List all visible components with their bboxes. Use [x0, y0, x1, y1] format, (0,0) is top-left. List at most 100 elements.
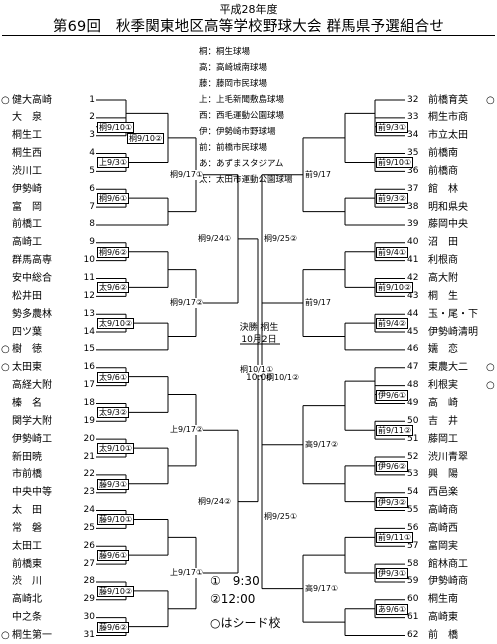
team-name: 桐 生 — [428, 290, 458, 302]
team-name: 高崎工 — [12, 237, 42, 249]
team-name: 前橋工 — [12, 219, 42, 231]
team-name: 沼 田 — [428, 237, 458, 249]
team-number: 1 — [89, 94, 95, 105]
team-number: 23 — [83, 487, 95, 498]
match-venue-label: 桐10/1② — [266, 372, 300, 383]
team-name: 藤岡中央 — [428, 219, 468, 231]
team-number: 51 — [407, 433, 419, 444]
team-name: 市前橋 — [12, 469, 42, 481]
team-number: 24 — [83, 505, 95, 516]
match-venue-label: 伊9/6① — [376, 389, 409, 401]
seed-note: ○はシード校 — [210, 616, 281, 630]
match-venue-label: 前9/11② — [376, 425, 414, 437]
team-number: 53 — [407, 469, 419, 480]
match-venue-label: 桐9/25② — [264, 233, 298, 244]
team-number: 20 — [83, 433, 95, 444]
match-venue-label: 前9/3① — [376, 121, 409, 133]
team-name: 樹 徳 — [12, 344, 42, 356]
team-name: 新田暁 — [12, 451, 42, 463]
match-venue-label: 前9/4① — [376, 246, 409, 258]
match-venue-label: 伊9/3① — [376, 568, 409, 580]
team-name: 群馬高専 — [12, 255, 52, 267]
team-name: 富岡実 — [428, 540, 458, 552]
team-number: 49 — [407, 397, 419, 408]
team-number: 54 — [407, 487, 419, 498]
team-number: 58 — [407, 558, 419, 569]
match-venue-label: 伊9/6② — [376, 460, 409, 472]
team-name: 中之条 — [12, 612, 42, 624]
era-label: 平成28年度 — [219, 3, 278, 16]
team-number: 3 — [89, 130, 95, 141]
team-number: 10 — [83, 255, 95, 266]
team-number: 38 — [407, 201, 419, 212]
team-number: 31 — [83, 630, 95, 640]
team-name: 玉・尾・下 — [428, 308, 478, 320]
team-name: 伊勢崎商 — [428, 576, 468, 588]
team-number: 60 — [407, 594, 419, 605]
match-venue-label: 桐9/24① — [198, 233, 232, 244]
team-name: 館林商工 — [428, 558, 468, 570]
team-number: 7 — [89, 201, 95, 212]
venue-legend-item: あ：あずまスタジアム — [199, 159, 284, 169]
team-number: 35 — [407, 148, 419, 159]
match-venue-label: 前9/17 — [305, 169, 331, 180]
team-number: 18 — [83, 397, 95, 408]
match-venue-label: 高9/17② — [305, 439, 339, 450]
team-name: 桐生市商 — [428, 112, 468, 124]
match-venue-label: 太9/6① — [97, 371, 130, 383]
team-number: 14 — [83, 326, 95, 337]
team-name: 桐生第一 — [12, 630, 52, 641]
team-name: 常 磐 — [12, 522, 42, 534]
team-number: 19 — [83, 415, 95, 426]
team-number: 59 — [407, 576, 419, 587]
team-name: 利根商 — [428, 255, 458, 267]
team-number: 33 — [407, 112, 419, 123]
team-name: 高大附 — [428, 273, 458, 284]
final-label: 決勝 桐生 — [239, 323, 279, 333]
match-venue-label: 桐9/17② — [170, 298, 204, 309]
match-venue-label: 太9/6② — [97, 282, 130, 294]
team-number: 34 — [407, 130, 419, 141]
team-number: 45 — [407, 326, 419, 337]
final-info: 決勝 桐生 10月2日 10:00 — [237, 322, 281, 384]
match-venue-label: 桐9/10② — [127, 132, 165, 144]
team-number: 15 — [83, 344, 95, 355]
match-venue-label: 桐10/1① — [240, 365, 274, 376]
team-number: 28 — [83, 576, 95, 587]
team-name: 市立太田 — [428, 130, 468, 142]
match-venue-label: 上9/3① — [97, 157, 130, 169]
team-number: 13 — [83, 308, 95, 319]
team-number: 36 — [407, 165, 419, 176]
match-venue-label: 前9/11① — [376, 532, 414, 544]
venue-legend-item: 藤：藤岡市民球場 — [199, 79, 268, 89]
team-name: 嬬 恋 — [428, 344, 458, 356]
team-number: 41 — [407, 255, 419, 266]
team-name: 東農大二 — [428, 362, 468, 374]
venue-legend: 桐：桐生球場高：高崎城南球場藤：藤岡市民球場上：上毛新聞敷島球場西：西毛運動公園… — [199, 44, 293, 188]
team-number: 4 — [89, 148, 95, 159]
match-venue-label: 桐9/24② — [198, 496, 232, 507]
team-number: 47 — [407, 362, 419, 373]
team-name: 関学大附 — [12, 415, 52, 427]
team-name: 安中総合 — [12, 273, 52, 284]
page-title: 第69回 秋季関東地区高等学校野球大会 群馬県予選組合せ — [52, 19, 445, 35]
venue-legend-item: 高：高崎城南球場 — [199, 63, 268, 73]
team-name: 太 田 — [12, 505, 42, 517]
team-number: 16 — [83, 362, 95, 373]
team-number: 40 — [407, 237, 419, 248]
team-name: 榛 名 — [12, 397, 42, 409]
team-number: 46 — [407, 344, 419, 355]
seed-mark: ○ — [486, 362, 495, 374]
team-number: 9 — [89, 237, 95, 248]
time-legend-2: ②12:00 — [210, 592, 256, 606]
match-venue-label: 太9/10① — [97, 443, 135, 455]
team-name: 勢多農林 — [12, 308, 52, 320]
venue-legend-item: 桐：桐生球場 — [199, 47, 251, 57]
seed-mark: ○ — [1, 630, 10, 641]
seed-mark: ○ — [1, 362, 10, 374]
time-legend: ① 9:30 ②12:00 ○はシード校 — [210, 572, 280, 632]
team-name: 前橋東 — [12, 558, 42, 570]
team-name: 四ツ葉 — [12, 326, 42, 338]
team-number: 25 — [83, 522, 95, 533]
time-legend-1: ① 9:30 — [210, 574, 260, 588]
